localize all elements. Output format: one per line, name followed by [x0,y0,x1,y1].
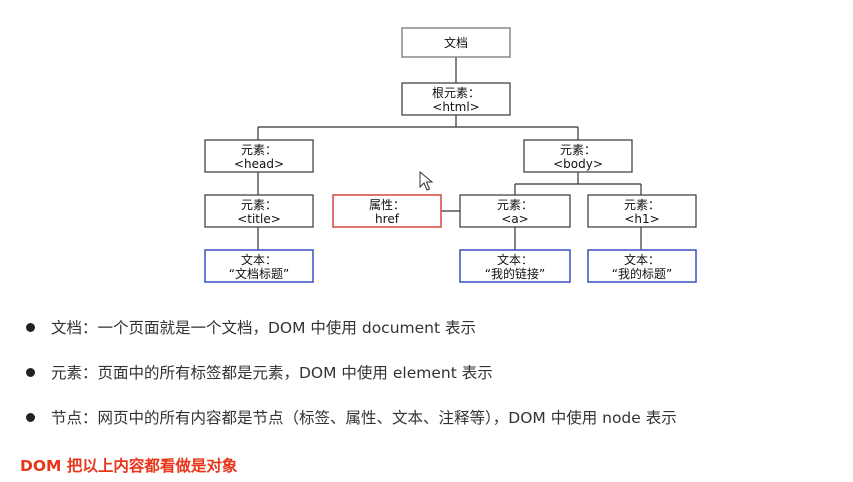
node-body-label: 元素： [560,143,596,157]
node-attribute-name: href [375,212,400,226]
bullet-dot-icon [26,412,35,422]
node-text-h1-value: “我的标题” [612,266,672,281]
node-attribute-href: 属性： href [332,194,442,228]
node-text-title: 文本： “文档标题” [204,249,314,283]
node-title-label: 元素： [241,198,277,212]
node-text-a: 文本： “我的链接” [459,249,571,283]
node-text-h1: 文本： “我的标题” [587,249,697,283]
dom-tree-diagram: 文档 根元素： <html> 元素： <head> 元素： <body> 元素：… [204,27,697,283]
bullet-node: 节点：网页中的所有内容都是节点（标签、属性、文本、注释等），DOM 中使用 no… [20,406,840,428]
bullet-document-text: 文档：一个页面就是一个文档，DOM 中使用 document 表示 [51,319,476,337]
conclusion-text: DOM 把以上内容都看做是对象 [20,457,238,475]
bullet-document: 文档：一个页面就是一个文档，DOM 中使用 document 表示 [20,316,840,338]
node-text-title-value: “文档标题” [229,266,289,281]
bullet-element-text: 元素：页面中的所有标签都是元素，DOM 中使用 element 表示 [51,364,493,382]
node-head-label: 元素： [241,143,277,157]
bullet-dot-icon [26,367,35,377]
node-text-title-label: 文本： [241,252,277,267]
node-title: 元素： <title> [204,194,314,228]
bullet-dot-icon [26,322,35,332]
definition-list: 文档：一个页面就是一个文档，DOM 中使用 document 表示 元素：页面中… [20,316,840,451]
node-html: 根元素： <html> [401,82,511,116]
node-body-tag: <body> [553,157,603,171]
node-a: 元素： <a> [459,194,571,228]
bullet-node-text: 节点：网页中的所有内容都是节点（标签、属性、文本、注释等），DOM 中使用 no… [51,409,677,427]
node-h1-label: 元素： [624,198,660,212]
node-body: 元素： <body> [523,139,633,173]
node-h1-tag: <h1> [624,212,659,226]
tree-connectors [257,57,642,250]
node-attribute-label: 属性： [369,198,405,212]
node-document: 文档 [401,27,511,58]
node-head: 元素： <head> [204,139,314,173]
node-text-a-value: “我的链接” [485,266,545,281]
node-a-tag: <a> [501,212,528,226]
node-text-h1-label: 文本： [624,252,660,267]
node-html-label: 根元素： [432,86,480,100]
node-a-label: 元素： [497,198,533,212]
node-head-tag: <head> [234,157,284,171]
node-document-label: 文档 [444,35,468,50]
node-title-tag: <title> [237,212,281,226]
node-html-tag: <html> [432,100,479,114]
node-h1: 元素： <h1> [587,194,697,228]
bullet-element: 元素：页面中的所有标签都是元素，DOM 中使用 element 表示 [20,361,840,383]
mouse-pointer-icon [419,170,434,191]
node-text-a-label: 文本： [497,252,533,267]
